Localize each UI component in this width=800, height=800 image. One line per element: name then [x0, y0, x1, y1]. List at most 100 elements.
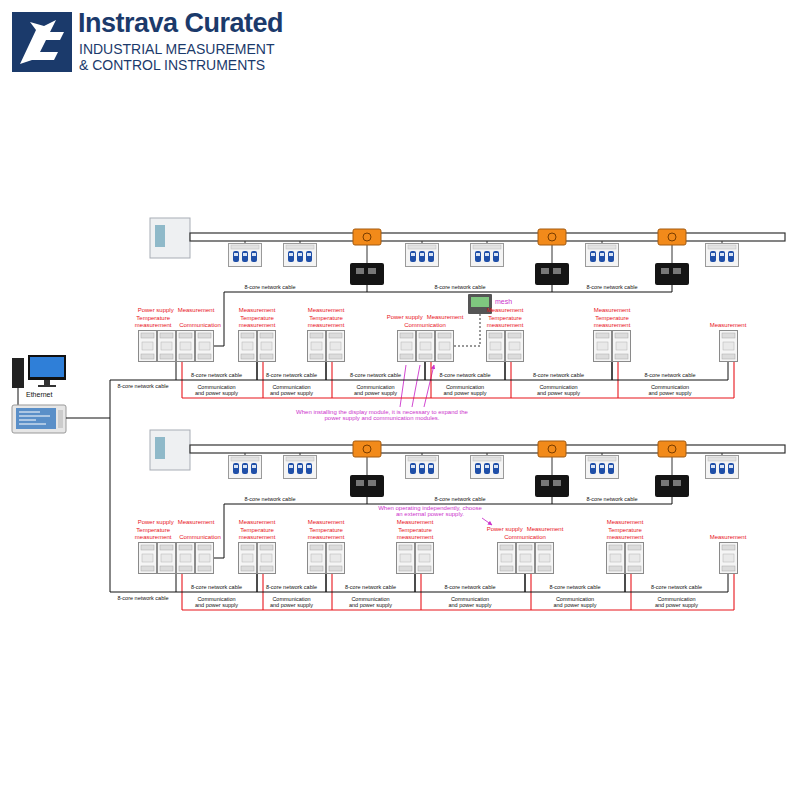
module-body	[497, 543, 515, 574]
module-terminal	[418, 566, 431, 571]
module-body	[719, 331, 737, 362]
module-labels: Measurement	[708, 534, 748, 541]
module-label: Measurement	[308, 519, 345, 526]
din-modules	[606, 542, 644, 574]
module-window	[539, 554, 550, 562]
module-label: Power supply	[138, 307, 174, 314]
network-cable	[257, 574, 326, 592]
din-module	[594, 331, 612, 362]
din-module	[177, 543, 195, 574]
cable-label: 8-core network cable	[116, 383, 169, 389]
network-cable	[505, 362, 612, 380]
cable-label: 8-core network cable	[344, 584, 397, 590]
network-cable	[176, 574, 257, 592]
monitor-stand	[44, 380, 50, 385]
module-body	[327, 543, 345, 574]
module-window	[520, 554, 531, 562]
module-terminal	[615, 333, 628, 338]
din-module	[487, 331, 505, 362]
module-terminal	[141, 333, 154, 338]
module-window	[261, 554, 272, 562]
coupler-body	[538, 229, 566, 245]
module-label: Measurement	[594, 307, 631, 314]
din-modules	[138, 542, 214, 574]
note-arrow	[482, 518, 492, 525]
module-window	[311, 342, 322, 350]
network-cable	[612, 362, 728, 380]
module-label: Communication	[404, 322, 446, 329]
module-body	[196, 331, 214, 362]
module-label: Measurement	[710, 534, 747, 541]
cable-note: Communication and power supply	[447, 596, 493, 608]
module-terminal	[628, 545, 641, 550]
din-module	[397, 331, 415, 362]
poe-port	[356, 268, 364, 274]
module-label: Temperature measurement	[304, 315, 348, 329]
module-group: MeasurementTemperature measurement	[393, 519, 437, 574]
cable-label: 8-core network cable	[585, 496, 638, 502]
module-labels: MeasurementTemperature measurement	[235, 519, 279, 541]
din-modules	[719, 330, 738, 362]
module-terminal	[609, 566, 622, 571]
install-note: When operating independently, choose an …	[375, 505, 485, 517]
module-label: Communication	[504, 534, 546, 541]
din-module	[497, 543, 515, 574]
cable-label: 8-core network cable	[265, 372, 318, 378]
module-label: Measurement	[239, 307, 276, 314]
module-labels: Power supplyMeasurementTemperature measu…	[130, 519, 222, 541]
logo-icon	[12, 12, 72, 72]
module-terminal	[419, 333, 432, 338]
network-cable	[625, 574, 728, 592]
breaker-box	[284, 244, 317, 267]
module-label: Temperature measurement	[590, 315, 634, 329]
network-cable	[326, 362, 425, 380]
din-module	[239, 331, 257, 362]
din-module	[327, 543, 345, 574]
module-terminal	[260, 545, 273, 550]
din-modules	[138, 330, 214, 362]
module-terminal	[310, 354, 323, 359]
module-terminal	[179, 354, 192, 359]
module-group: Power supplyMeasurementCommunication	[385, 314, 465, 362]
module-terminal	[489, 333, 502, 338]
module-body	[416, 331, 434, 362]
module-labels: MeasurementTemperature measurement	[304, 519, 348, 541]
din-module	[196, 331, 214, 362]
cabinet	[150, 218, 190, 258]
network-cable	[425, 362, 505, 380]
module-label: Measurement	[710, 322, 747, 329]
module-window	[501, 554, 512, 562]
poe-port	[661, 268, 669, 274]
cable-label: 8-core network cable	[643, 372, 696, 378]
coupler-lead	[367, 245, 672, 263]
module-terminal	[260, 354, 273, 359]
module-window	[723, 554, 734, 562]
module-label: Measurement	[308, 307, 345, 314]
module-terminal	[260, 566, 273, 571]
din-module	[397, 543, 415, 574]
module-labels: Measurement	[708, 322, 748, 329]
din-module	[258, 331, 276, 362]
cable-note: Communication and power supply	[269, 384, 315, 396]
cabinet-panel	[155, 225, 165, 247]
module-group: Measurement	[708, 322, 748, 362]
din-modules	[497, 542, 554, 574]
cable-label: 8-core network cable	[116, 595, 169, 601]
din-modules	[238, 330, 276, 362]
module-terminal	[596, 333, 609, 338]
module-label: Temperature measurement	[483, 315, 527, 329]
module-label: Temperature measurement	[235, 315, 279, 329]
breaker-box	[586, 244, 619, 267]
cable-label: 8-core network cable	[243, 284, 296, 290]
busbar-row	[150, 218, 785, 346]
power-line	[182, 397, 734, 398]
module-group: MeasurementTemperature measurement	[590, 307, 634, 362]
din-modules	[397, 330, 454, 362]
module-labels: MeasurementTemperature measurement	[393, 519, 437, 541]
module-label: Temperature measurement	[393, 527, 437, 541]
cable-note: Communication and power supply	[269, 596, 315, 608]
module-terminal	[198, 333, 211, 338]
module-window	[401, 342, 412, 350]
module-window	[142, 342, 153, 350]
